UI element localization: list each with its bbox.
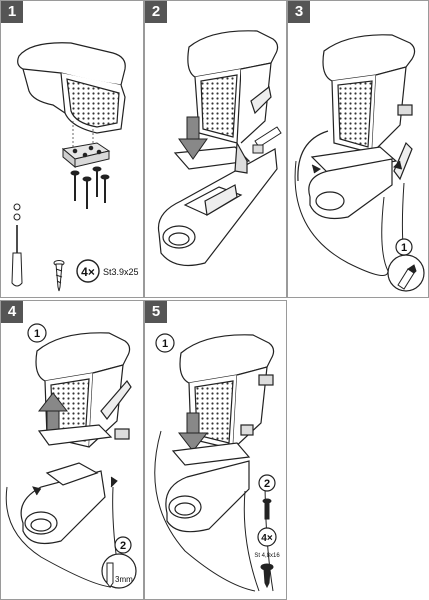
callout-number-badge xyxy=(114,536,132,554)
armrest-illustration xyxy=(17,42,126,134)
callout-number: 1 xyxy=(162,338,168,350)
step-number: 5 xyxy=(145,301,167,323)
cutter-icon xyxy=(397,264,417,290)
callout-number: 2 xyxy=(120,540,126,552)
arrow-icon xyxy=(311,164,321,174)
step-4-illustration: 1 2 xyxy=(5,323,137,589)
arrow-down-icon xyxy=(177,412,209,452)
step-number: 4 xyxy=(1,301,23,323)
quantity-badge xyxy=(257,527,277,547)
screwdriver-icon xyxy=(11,203,23,287)
quantity-label: 4× xyxy=(81,265,95,279)
screws-icon xyxy=(70,166,110,209)
arrow-down-icon xyxy=(178,116,208,160)
step-number: 2 xyxy=(145,1,167,23)
screw-icon xyxy=(260,563,274,589)
quantity-label: 4× xyxy=(261,533,273,544)
callout-number: 1 xyxy=(34,328,40,340)
arrow-up-icon xyxy=(37,392,69,434)
callout-number-badge xyxy=(258,474,276,492)
callout-number: 1 xyxy=(401,242,407,254)
step-4-panel: 4 1 xyxy=(0,300,144,600)
arrow-icon xyxy=(110,476,118,488)
callout-number: 2 xyxy=(264,478,270,490)
drill-bit-icon xyxy=(106,562,114,588)
screw-icon xyxy=(53,260,65,292)
step-3-panel: 3 xyxy=(287,0,429,298)
step-3-illustration: 1 xyxy=(294,34,425,292)
screw-spec-label: St 4,8x16 xyxy=(254,553,280,559)
step-number: 1 xyxy=(1,1,23,23)
empty-cell xyxy=(287,300,429,600)
screw-icon xyxy=(262,498,272,520)
step-number: 3 xyxy=(288,1,310,23)
callout-number-badge xyxy=(155,333,175,353)
step-2-illustration xyxy=(157,30,282,266)
callout-number-badge xyxy=(27,323,47,343)
mounting-bracket xyxy=(61,142,111,169)
console-illustration xyxy=(157,148,278,266)
callout-number-badge xyxy=(395,238,413,256)
drill-size-label: 3mm xyxy=(115,575,133,584)
step-1-illustration: 4× St3.9x25 xyxy=(11,42,139,292)
screw-spec-label: St3.9x25 xyxy=(103,267,139,277)
arrow-icon xyxy=(393,160,403,170)
step-5-panel: 5 1 xyxy=(144,300,287,600)
step-2-panel: 2 xyxy=(144,0,287,298)
arrow-icon xyxy=(32,486,42,496)
quantity-badge xyxy=(76,259,100,283)
step-1-panel: 1 xyxy=(0,0,144,298)
step-5-illustration: 1 2 xyxy=(154,333,280,592)
